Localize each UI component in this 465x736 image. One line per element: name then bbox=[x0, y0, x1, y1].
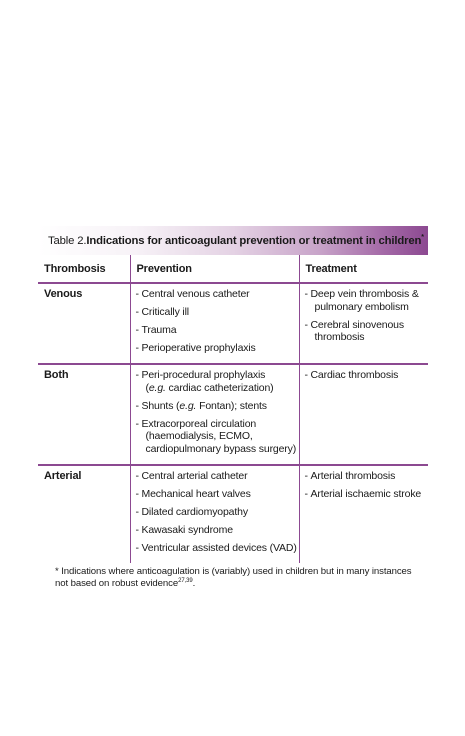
list-item: Kawasaki syndrome bbox=[136, 524, 299, 537]
table-footnote: * Indications where anticoagulation is (… bbox=[55, 566, 412, 589]
category-venous: Venous bbox=[44, 288, 83, 300]
list-item: Arterial ischaemic stroke bbox=[305, 488, 429, 501]
indications-table-figure: Table 2. Indications for anticoagulant p… bbox=[38, 226, 428, 563]
prevention-cell-both: Peri-procedural prophylaxis(e.g. cardiac… bbox=[129, 363, 299, 465]
list-item: Shunts (e.g. Fontan); stents bbox=[136, 400, 299, 413]
treatment-cell-both: Cardiac thrombosis bbox=[298, 363, 429, 465]
header-prevention: Prevention bbox=[129, 255, 299, 284]
list-item: Central venous catheter bbox=[136, 288, 299, 301]
category-arterial: Arterial bbox=[38, 463, 130, 563]
list-item: Critically ill bbox=[136, 306, 299, 319]
list-item: Trauma bbox=[136, 324, 299, 337]
table-caption-prefix: Table 2. bbox=[48, 234, 87, 247]
list-item: Mechanical heart valves bbox=[136, 488, 299, 501]
table-caption: Table 2. Indications for anticoagulant p… bbox=[38, 226, 428, 255]
table-row-arterial: Arterial Central arterial catheter Mecha… bbox=[38, 463, 429, 563]
list-item: Extracorporeal circulation(haemodialysis… bbox=[136, 418, 299, 456]
list-item: Arterial thrombosis bbox=[305, 470, 429, 483]
category-both: Both bbox=[38, 363, 130, 465]
header-treatment: Treatment bbox=[298, 255, 428, 284]
list-item: Ventricular assisted devices (VAD) bbox=[136, 542, 299, 555]
list-item: Peri-procedural prophylaxis(e.g. cardiac… bbox=[136, 369, 299, 394]
table-row-venous: Venous Central venous catheter Criticall… bbox=[38, 283, 428, 364]
prevention-cell-venous: Central venous catheter Critically ill T… bbox=[129, 283, 299, 364]
list-item: Cardiac thrombosis bbox=[305, 369, 429, 382]
prevention-cell-arterial: Central arterial catheter Mechanical hea… bbox=[129, 463, 299, 563]
treatment-cell-arterial: Arterial thrombosis Arterial ischaemic s… bbox=[298, 463, 429, 563]
indications-table: Thrombosis Prevention Treatment Venous C… bbox=[38, 255, 428, 563]
list-item: Dilated cardiomyopathy bbox=[136, 506, 299, 519]
list-item: Perioperative prophylaxis bbox=[136, 342, 299, 355]
table-row-both: Both Peri-procedural prophylaxis(e.g. ca… bbox=[38, 363, 429, 465]
caption-asterisk: * bbox=[421, 233, 424, 241]
list-item: Deep vein thrombosis &pulmonary embolism bbox=[305, 288, 429, 313]
footnote-references: 27,39 bbox=[178, 577, 193, 584]
treatment-cell-venous: Deep vein thrombosis &pulmonary embolism… bbox=[298, 283, 429, 364]
table-caption-title: Indications for anticoagulant prevention… bbox=[86, 233, 424, 247]
list-item: Central arterial catheter bbox=[136, 470, 299, 483]
table-header-row: Thrombosis Prevention Treatment bbox=[38, 255, 428, 284]
header-thrombosis: Thrombosis bbox=[38, 255, 130, 284]
